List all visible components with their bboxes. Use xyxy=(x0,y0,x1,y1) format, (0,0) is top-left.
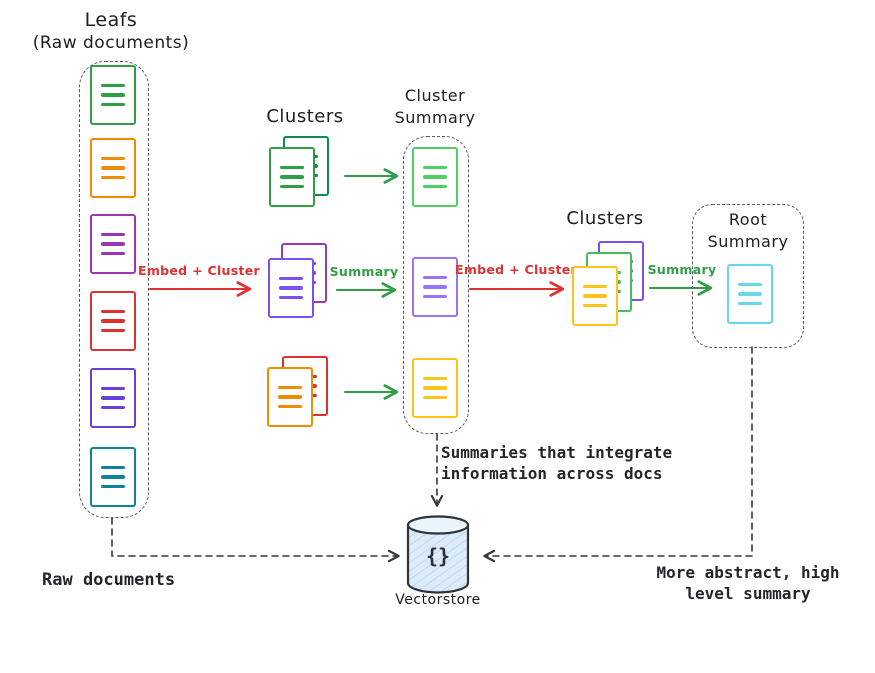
summaries-caption-line2: information across docs xyxy=(441,464,663,483)
summary-label-mid: Summary xyxy=(329,264,399,279)
leaf-document-icon xyxy=(90,138,136,198)
cluster-doc-front xyxy=(267,367,313,427)
summary-label-right: Summary xyxy=(647,262,717,277)
raw-documents-caption: Raw documents xyxy=(42,570,176,590)
root-summary-title-line1: Root xyxy=(728,210,768,229)
summaries-caption-line1: Summaries that integrate xyxy=(441,443,673,462)
leafs-title-line2: (Raw documents) xyxy=(32,33,190,53)
vectorstore-label: Vectorstore xyxy=(395,592,481,608)
leaf-document-icon xyxy=(90,368,136,428)
embed-cluster-label-2: Embed + Cluster xyxy=(454,262,578,277)
root-document-icon xyxy=(727,264,773,324)
cluster-doc-front xyxy=(572,266,618,326)
summary-document-icon xyxy=(412,257,458,317)
leaf-document-icon xyxy=(90,65,136,125)
summary-document-icon xyxy=(412,147,458,207)
abstract-caption-line2: level summary xyxy=(685,584,811,603)
leafs-panel xyxy=(79,61,149,518)
vectorstore-symbol: {} xyxy=(425,544,451,568)
root-summary-panel xyxy=(692,204,804,348)
root-summary-connector xyxy=(483,346,753,563)
cluster-doc-front xyxy=(268,258,314,318)
leaf-document-icon xyxy=(90,214,136,274)
cluster-summary-title-line1: Cluster xyxy=(404,86,466,105)
summary-document-icon xyxy=(412,358,458,418)
leaf-document-icon xyxy=(90,291,136,351)
cluster-summary-title-line2: Summary xyxy=(394,108,476,127)
embed-cluster-label-1: Embed + Cluster xyxy=(137,263,261,278)
clusters-mid-title: Clusters xyxy=(266,106,344,127)
cluster-doc-front xyxy=(269,147,315,207)
leafs-title-line1: Leafs xyxy=(84,9,138,31)
root-summary-title-line2: Summary xyxy=(707,232,789,251)
clusters-right-title: Clusters xyxy=(566,208,644,229)
raw-docs-connector xyxy=(111,517,400,563)
cluster-summary-panel xyxy=(403,136,469,434)
abstract-caption-line1: More abstract, high xyxy=(656,563,840,582)
vectorstore-cylinder-icon xyxy=(406,515,470,594)
leaf-document-icon xyxy=(90,447,136,507)
